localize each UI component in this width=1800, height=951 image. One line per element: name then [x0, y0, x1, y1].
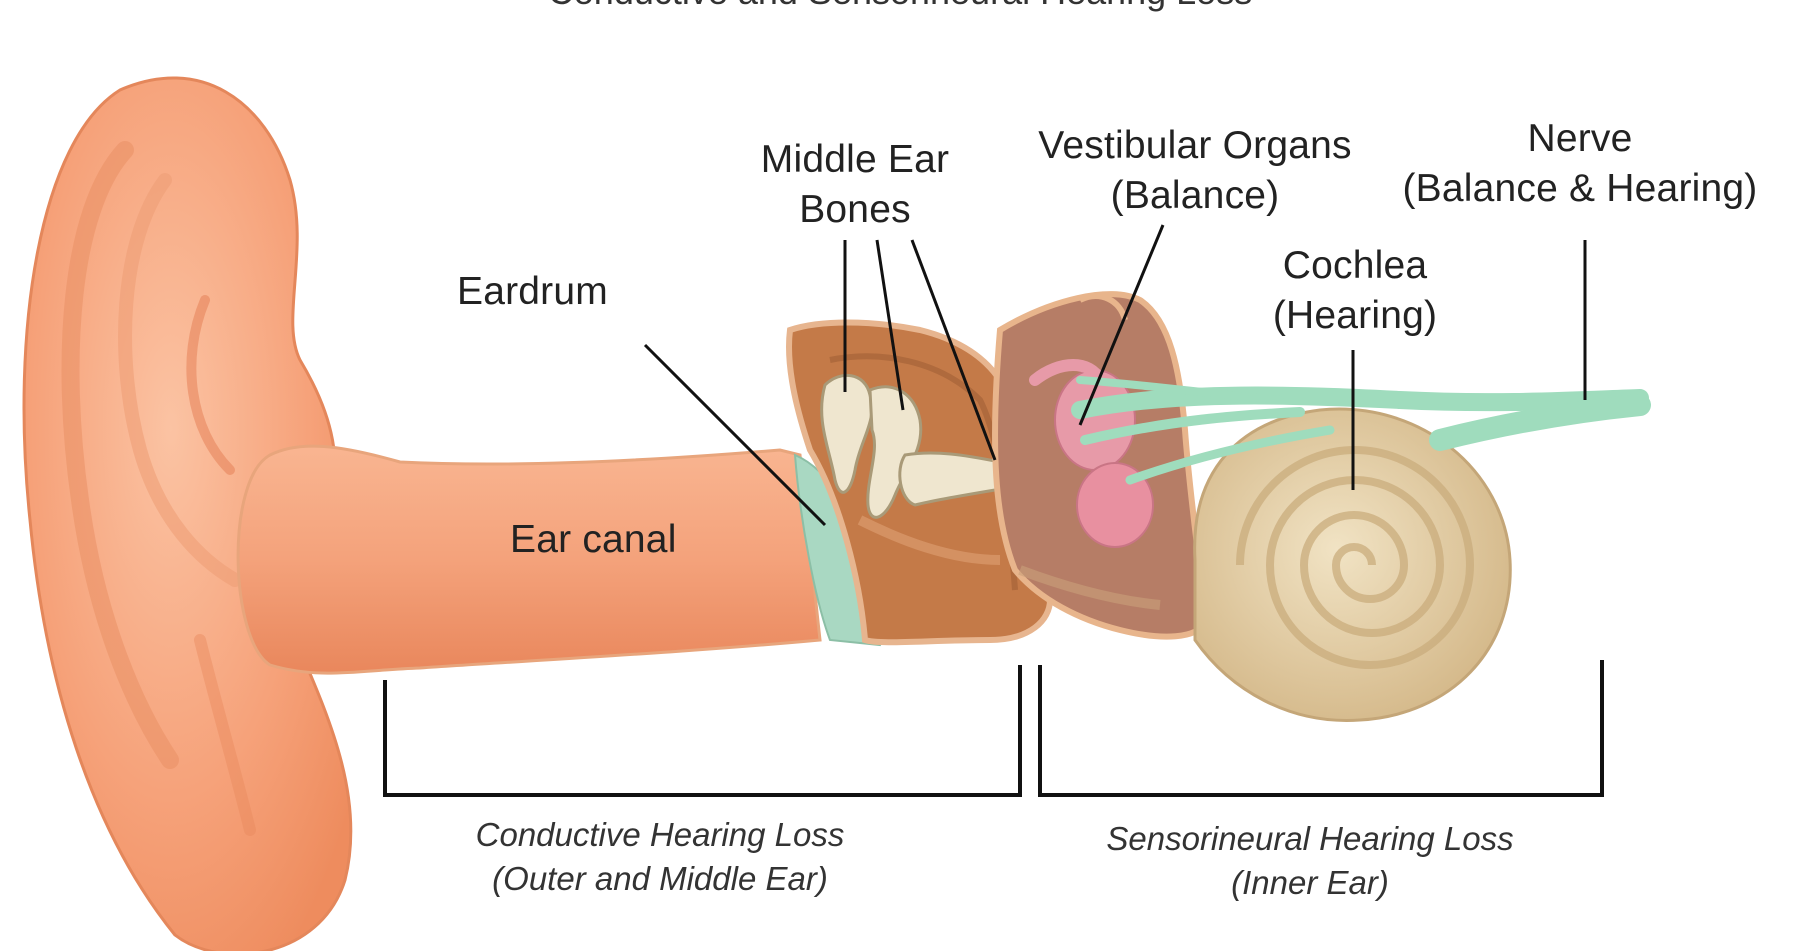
- caption-conductive-line2: (Outer and Middle Ear): [440, 858, 880, 900]
- caption-sensorineural-line2: (Inner Ear): [1060, 862, 1560, 904]
- label-nerve-line2: (Balance & Hearing): [1380, 165, 1780, 213]
- caption-conductive-line1: Conductive Hearing Loss: [440, 814, 880, 856]
- label-eardrum: Eardrum: [457, 268, 608, 316]
- label-nerve-line1: Nerve: [1380, 115, 1780, 163]
- label-cochlea-line1: Cochlea: [1235, 242, 1475, 290]
- label-middle-ear-bones-line2: Bones: [745, 186, 965, 234]
- label-middle-ear-bones-line1: Middle Ear: [745, 136, 965, 184]
- label-vestibular-line2: (Balance): [1015, 172, 1375, 220]
- conductive-bracket: [385, 665, 1020, 795]
- caption-sensorineural-line1: Sensorineural Hearing Loss: [1060, 818, 1560, 860]
- label-cochlea-line2: (Hearing): [1235, 292, 1475, 340]
- label-ear-canal: Ear canal: [510, 516, 677, 564]
- label-vestibular-line1: Vestibular Organs: [1015, 122, 1375, 170]
